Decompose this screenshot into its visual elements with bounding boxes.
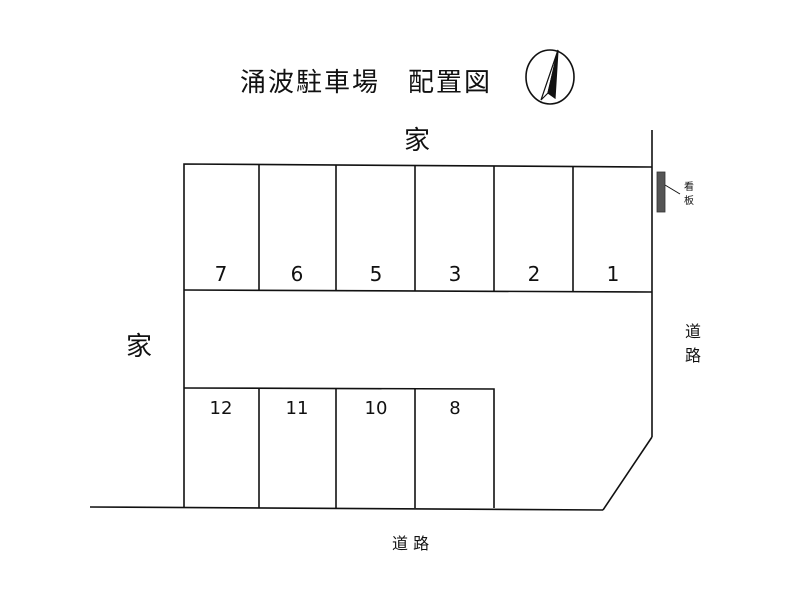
compass-north-icon	[525, 49, 575, 105]
aisle-top-boundary	[183, 289, 653, 293]
road-bottom-label: 道 路	[392, 534, 430, 553]
signboard-marker	[656, 171, 666, 213]
space-number-2: 2	[527, 262, 541, 286]
space-number-8: 8	[449, 398, 461, 419]
corner-diagonal	[602, 436, 653, 511]
space-number-6: 6	[290, 262, 304, 286]
space-number-11: 11	[285, 398, 309, 419]
space-number-10: 10	[364, 398, 388, 419]
diagram-title: 涌波駐車場 配置図	[240, 68, 493, 98]
space-number-3: 3	[448, 262, 462, 286]
space-number-12: 12	[209, 398, 233, 419]
signboard-leader	[664, 184, 681, 195]
house-left-label: 家	[126, 332, 153, 362]
bottom-row-outline	[183, 387, 495, 508]
space-number-1: 1	[606, 262, 620, 286]
house-top-label: 家	[404, 126, 431, 156]
bottom-road-line	[89, 506, 604, 511]
space-number-7: 7	[214, 262, 228, 286]
space-number-5: 5	[369, 262, 383, 286]
top-row-outline	[183, 163, 653, 290]
signboard-label: 看板	[684, 182, 694, 207]
road-right-label: 道路	[684, 322, 701, 365]
